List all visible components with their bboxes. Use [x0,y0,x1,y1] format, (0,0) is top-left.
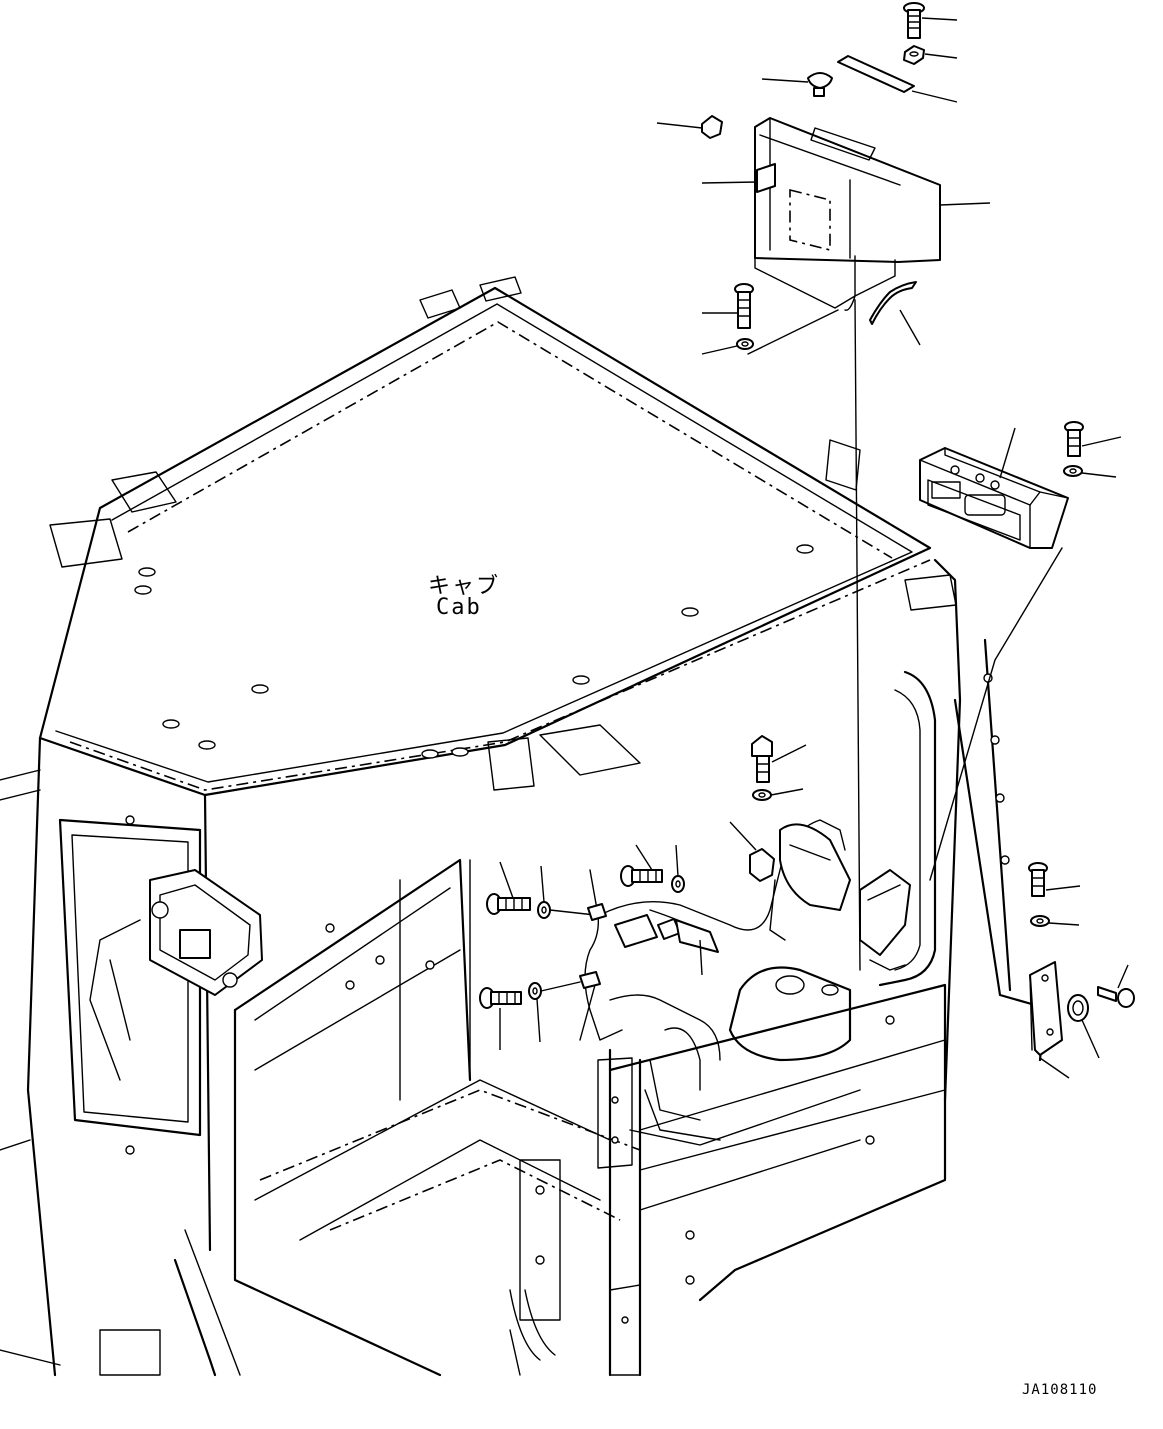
bolt-center-a [620,844,663,887]
cab-roof [38,276,957,797]
cab-label-japanese: キャブ [428,574,501,599]
right-grommet [1067,994,1100,1059]
right-washer [1030,915,1080,927]
washer-center-c [528,981,581,1043]
right-bolt [1028,862,1081,897]
bolt-center-b [486,861,531,915]
washer-upper-center [752,788,804,801]
bolt-upper-center [751,735,807,783]
bolt-center-c [479,987,522,1050]
seal-strip-right [869,281,921,346]
washer-center-b [537,865,596,919]
panel-bolt [1064,421,1122,457]
left-controller-unit [89,869,263,1081]
panel-washer [1063,465,1117,478]
cover-grommet [761,72,833,97]
cover-bolt-top [903,2,958,39]
top-cover [701,117,991,311]
cover-clip [656,115,723,139]
frame-holes [125,673,1010,1324]
cover-bolt-left [702,283,754,329]
seal-strip-top [837,55,958,103]
right-mount-bracket [1029,961,1070,1079]
cab-label-english: Cab [436,595,482,620]
right-screw [1097,964,1135,1008]
assembly-guide-line [854,299,861,971]
drawing-code: JA108110 [1022,1382,1098,1398]
harness-bracket [729,821,775,882]
right-control-panel [919,427,1069,881]
roof-washers [134,544,814,759]
washer-center-a [671,844,685,893]
cover-washer-left [701,309,839,355]
cover-washer-top [903,45,958,65]
wire-harness [579,819,911,1061]
